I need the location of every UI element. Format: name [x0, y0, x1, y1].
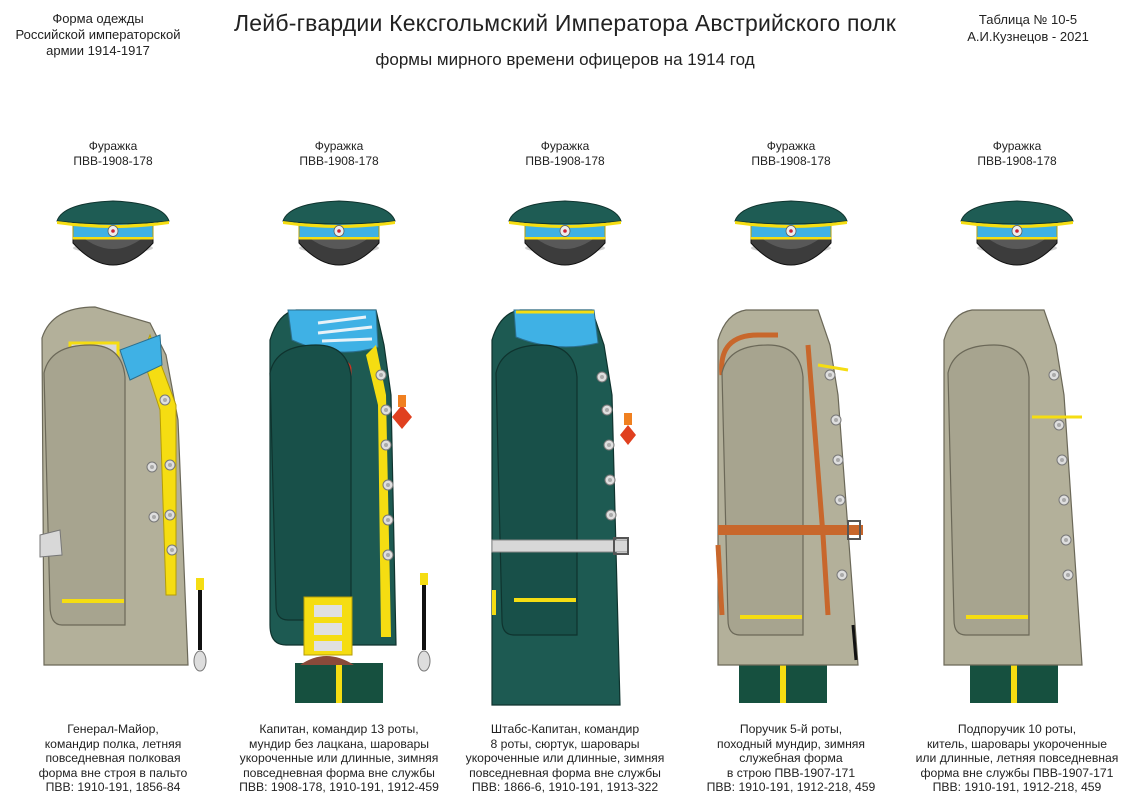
desc-line: форма вне строя в пальто: [38, 765, 188, 780]
desc-line: ПВВ: 1910-191, 1912-218, 459: [932, 780, 1102, 795]
desc-line: мундир без лацкана, шаровары: [248, 736, 430, 751]
uniform-figure-2: [269, 200, 431, 703]
uniform-figure-1: [39, 200, 207, 672]
uniform-figure-5: [943, 200, 1083, 703]
author-year: А.И.Кузнецов - 2021: [967, 29, 1089, 44]
desc-line: Подпоручик 10 роты,: [957, 722, 1077, 736]
cap-label-name: Фуражка: [314, 139, 364, 153]
peak-cap: [960, 200, 1074, 266]
field-uniform: [715, 309, 863, 703]
desc-line: повседневная форма вне службы: [469, 765, 661, 780]
cap-label: Фуражка ПВВ-1908-178: [226, 139, 452, 169]
desc-line: ПВВ: 1866-6, 1910-191, 1913-322: [471, 780, 659, 795]
figure-lieutenant: Фуражка ПВВ-1908-178 Поручик 5-й роты, п…: [678, 0, 904, 800]
header-left-line: армии 1914-1917: [46, 43, 150, 58]
cap-label-code: ПВВ-1908-178: [525, 154, 605, 168]
desc-line: в строю ПВВ-1907-171: [726, 765, 856, 780]
cap-label-name: Фуражка: [992, 139, 1042, 153]
figure-description: Штабс-Капитан, командир 8 роты, сюртук, …: [452, 722, 678, 795]
greatcoat: [39, 306, 207, 672]
uniform-figure-4: [715, 200, 863, 703]
kitel: [943, 309, 1083, 703]
figure-second-lieutenant: Фуражка ПВВ-1908-178 Подпоручик 10 роты,…: [904, 0, 1130, 800]
figure-staff-captain: Фуражка ПВВ-1908-178 Штабс-Капитан, кома…: [452, 0, 678, 800]
figure-description: Подпоручик 10 роты, китель, шаровары уко…: [904, 722, 1130, 795]
desc-line: укороченные или длинные, зимняя: [465, 751, 665, 766]
header-right: Таблица № 10-5 А.И.Кузнецов - 2021: [943, 11, 1113, 45]
peak-cap: [282, 200, 396, 266]
peak-cap: [56, 200, 170, 266]
cap-label-code: ПВВ-1908-178: [299, 154, 379, 168]
desc-line: 8 роты, сюртук, шаровары: [490, 736, 640, 751]
desc-line: или длинные, летняя повседневная: [915, 751, 1119, 766]
desc-line: повседневная форма вне службы: [243, 765, 435, 780]
cap-label-code: ПВВ-1908-178: [751, 154, 831, 168]
desc-line: ПВВ: 1908-178, 1910-191, 1912-459: [239, 780, 439, 795]
figure-captain: Фуражка ПВВ-1908-178 Капитан, командир 1…: [226, 0, 452, 800]
cap-label-name: Фуражка: [540, 139, 590, 153]
figure-description: Капитан, командир 13 роты, мундир без ла…: [226, 722, 452, 795]
desc-line: командир полка, летняя: [44, 736, 182, 751]
header-left: Форма одежды Российской императорской ар…: [8, 11, 188, 59]
table-number: Таблица № 10-5: [978, 12, 1078, 27]
cap-label-name: Фуражка: [88, 139, 138, 153]
cap-label: Фуражка ПВВ-1908-178: [904, 139, 1130, 169]
desc-line: ПВВ: 1910-191, 1912-218, 459: [706, 780, 876, 795]
desc-line: ПВВ: 1910-191, 1856-84: [45, 780, 181, 795]
figure-general-major: Фуражка ПВВ-1908-178 Генерал-Майор, кома…: [0, 0, 226, 800]
cap-label: Фуражка ПВВ-1908-178: [452, 139, 678, 169]
header-left-line: Форма одежды: [52, 11, 144, 26]
desc-line: форма вне службы ПВВ-1907-171: [920, 765, 1114, 780]
cap-label-code: ПВВ-1908-178: [977, 154, 1057, 168]
cap-label-name: Фуражка: [766, 139, 816, 153]
desc-line: китель, шаровары укороченные: [926, 736, 1108, 751]
desc-line: Штабс-Капитан, командир: [490, 722, 640, 736]
desc-line: повседневная полковая: [45, 751, 181, 766]
dress-uniform: [269, 309, 431, 703]
uniform-figure-3: [491, 200, 636, 706]
figure-description: Поручик 5-й роты, походный мундир, зимня…: [678, 722, 904, 795]
desc-line: походный мундир, зимняя: [716, 736, 866, 751]
frock-coat: [491, 309, 636, 706]
desc-line: служебная форма: [739, 751, 843, 766]
desc-line: укороченные или длинные, зимняя: [239, 751, 439, 766]
desc-line: Генерал-Майор,: [67, 722, 159, 736]
cap-label: Фуражка ПВВ-1908-178: [678, 139, 904, 169]
figure-description: Генерал-Майор, командир полка, летняя по…: [0, 722, 226, 795]
cap-label-code: ПВВ-1908-178: [73, 154, 153, 168]
page-title: Лейб-гвардии Кексгольмский Императора Ав…: [234, 10, 896, 36]
desc-line: Поручик 5-й роты,: [739, 722, 843, 736]
desc-line: Капитан, командир 13 роты,: [259, 722, 419, 736]
header-left-line: Российской императорской: [15, 27, 181, 42]
page-subtitle: формы мирного времени офицеров на 1914 г…: [375, 50, 755, 69]
cap-label: Фуражка ПВВ-1908-178: [0, 139, 226, 169]
peak-cap: [734, 200, 848, 266]
peak-cap: [508, 200, 622, 266]
